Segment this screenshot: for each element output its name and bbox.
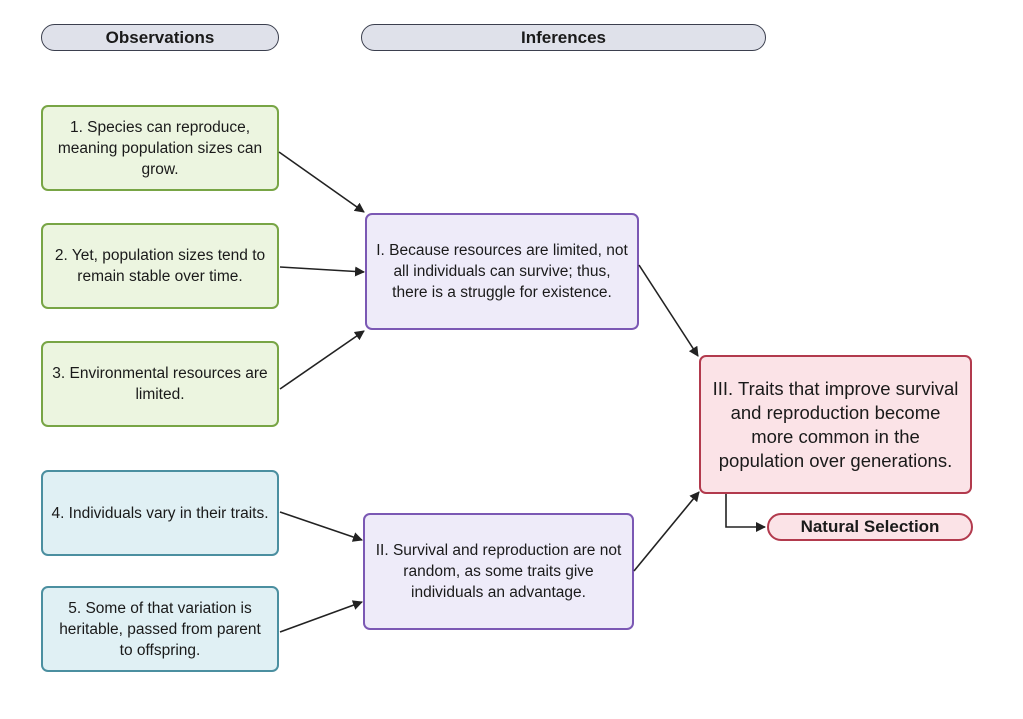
- arrow-obs2-to-inf2: [279, 266, 365, 277]
- observation-text-3: 3. Environmental resources are limited.: [52, 365, 268, 403]
- natural-selection-label: Natural Selection: [767, 513, 973, 541]
- observation-text-4: 4. Individuals vary in their traits.: [51, 504, 269, 522]
- inference-box-2: II. Survival and reproduction are not ra…: [363, 513, 634, 630]
- inference-text-2: II. Survival and reproduction are not ra…: [375, 542, 622, 601]
- observation-box-3: 3. Environmental resources are limited.: [41, 341, 279, 427]
- arrow-obs4-to-inf2: [279, 511, 363, 542]
- arrow-inf2-to-inf3: [633, 491, 700, 572]
- observation-box-2: 2. Yet, population sizes tend to remain …: [41, 223, 279, 309]
- observation-box-5: 5. Some of that variation is heritable, …: [41, 586, 279, 672]
- inferences-header: Inferences: [361, 24, 766, 51]
- arrow-obs3-to-inf1: [279, 330, 365, 390]
- observations-header: Observations: [41, 24, 279, 51]
- arrow-inf3-to-natural-selection: [725, 494, 766, 532]
- observation-text-2: 2. Yet, population sizes tend to remain …: [54, 247, 266, 285]
- inference-text-1: I. Because resources are limited, not al…: [376, 242, 628, 301]
- observation-box-4: 4. Individuals vary in their traits.: [41, 470, 279, 556]
- inference-box-3: III. Traits that improve survival and re…: [699, 355, 972, 494]
- arrow-obs5-to-inf2: [279, 600, 363, 633]
- observation-box-1: 1. Species can reproduce, meaning popula…: [41, 105, 279, 191]
- inference-text-3: III. Traits that improve survival and re…: [712, 377, 959, 471]
- arrow-obs1-to-inf1: [278, 151, 365, 213]
- observation-text-5: 5. Some of that variation is heritable, …: [59, 599, 261, 659]
- observation-text-1: 1. Species can reproduce, meaning popula…: [57, 118, 263, 178]
- inference-box-1: I. Because resources are limited, not al…: [365, 213, 639, 330]
- arrow-inf1-to-inf3: [638, 264, 699, 357]
